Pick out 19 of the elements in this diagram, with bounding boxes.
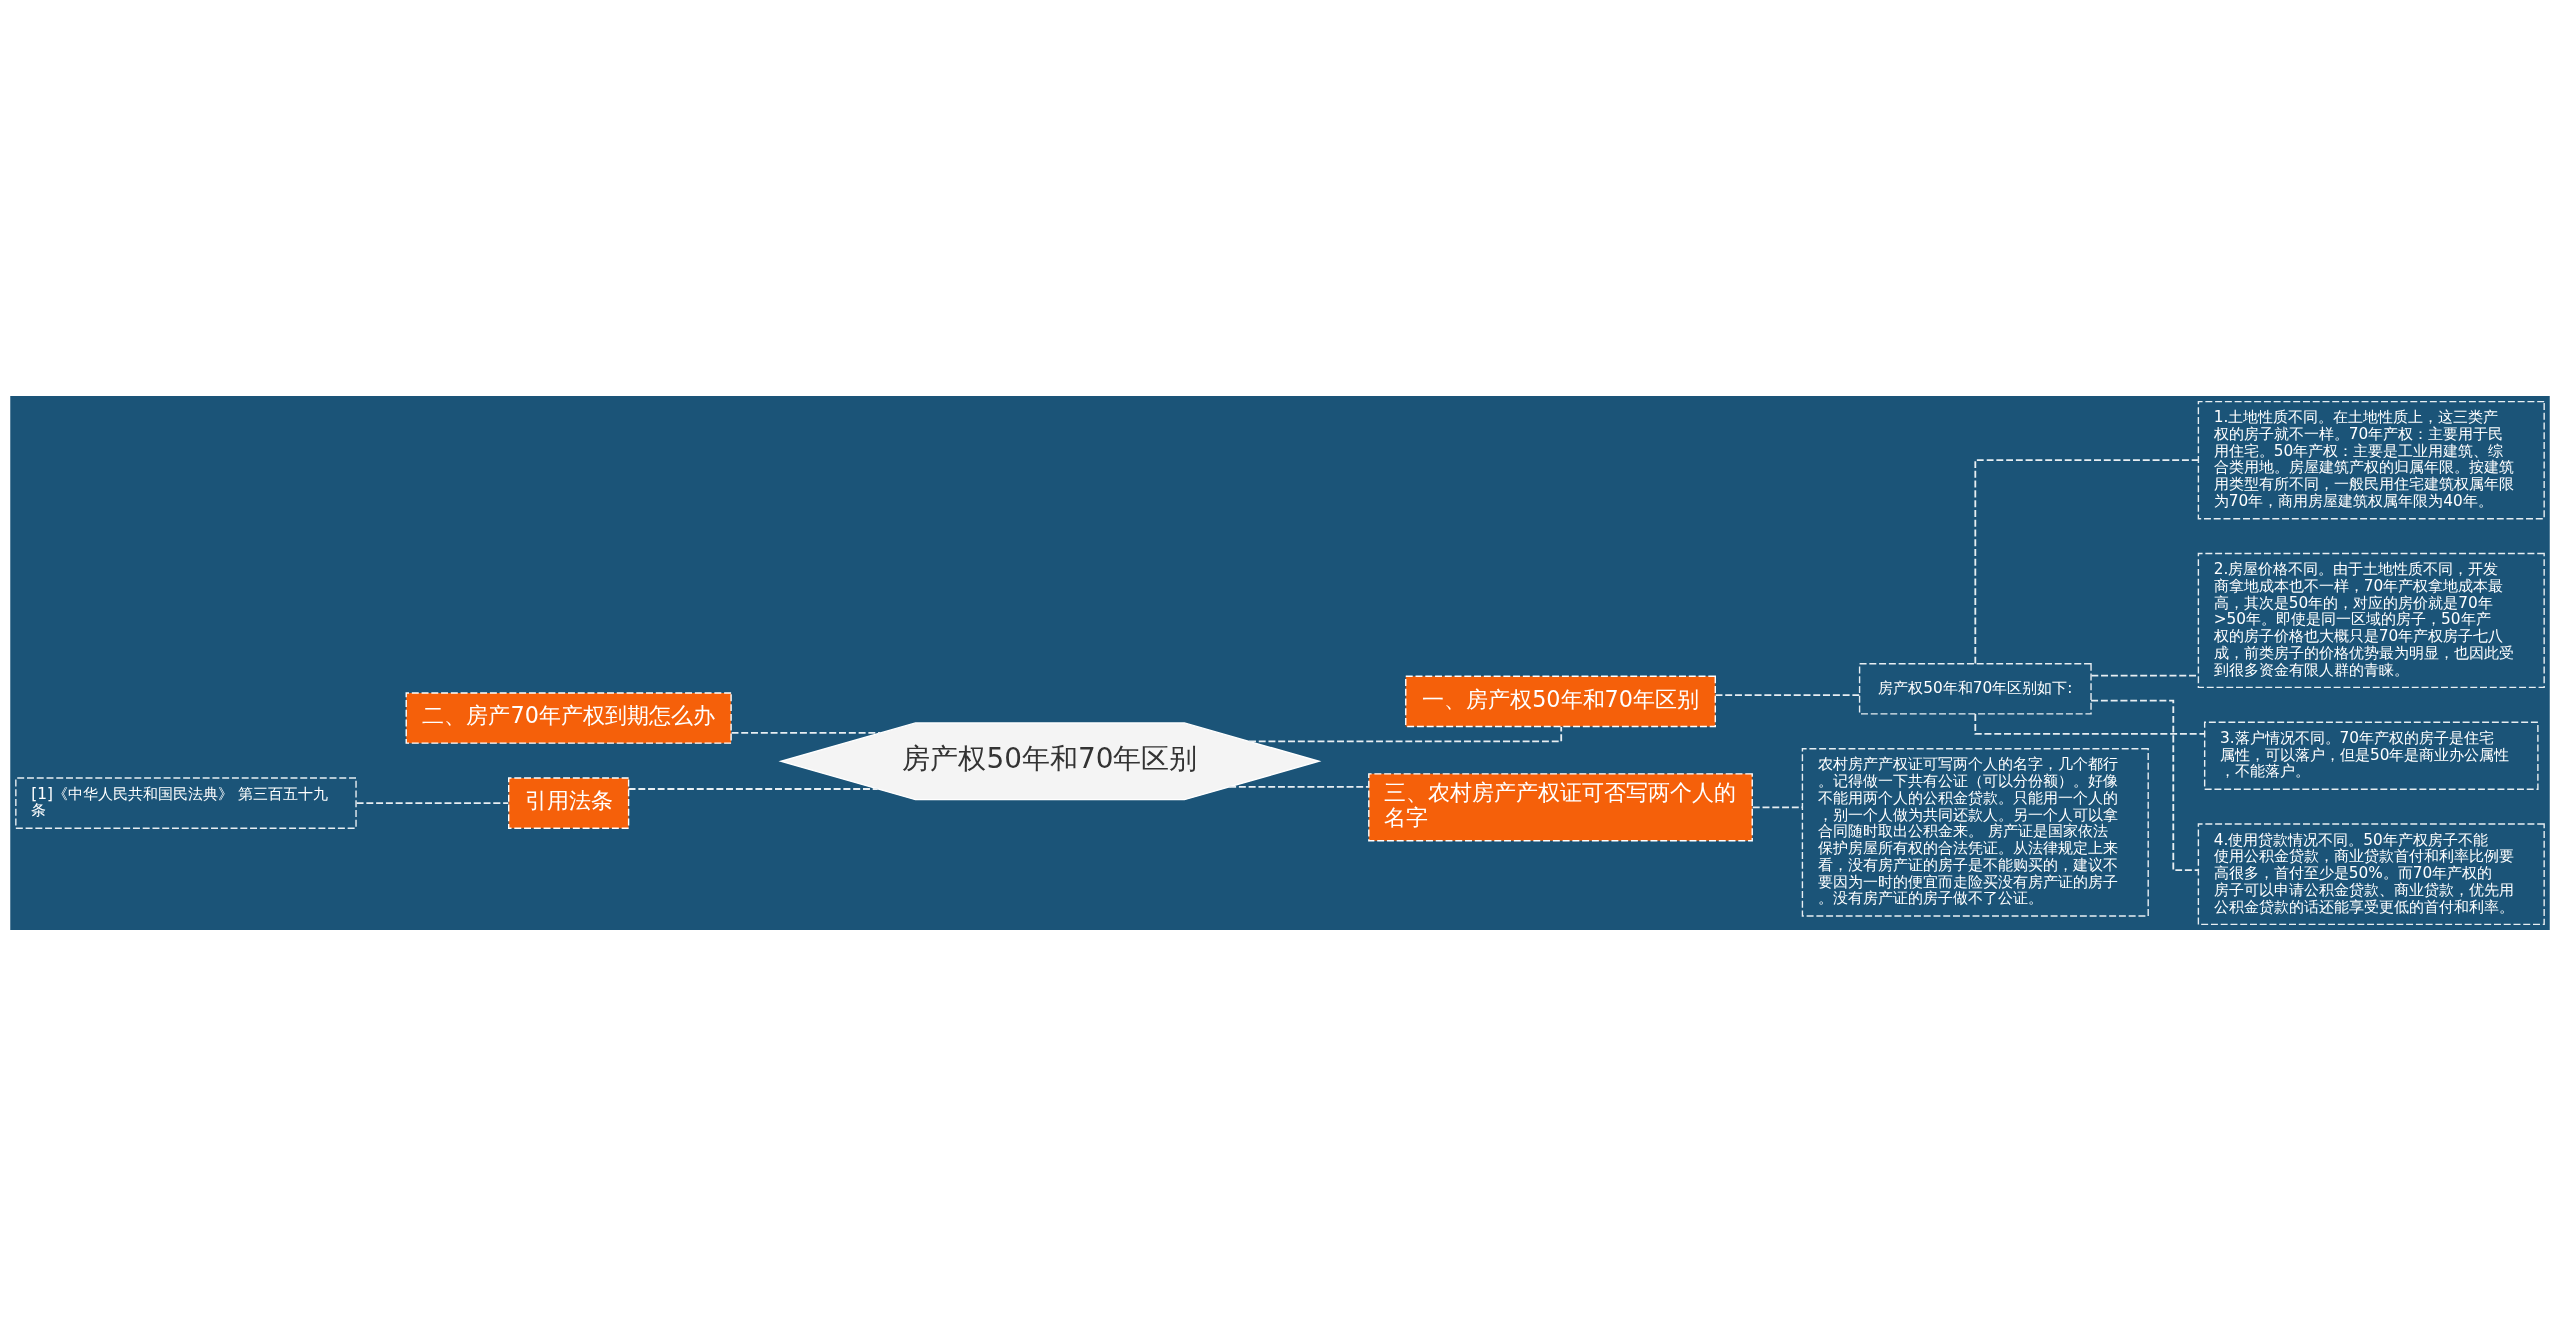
node-box: 3.落户情况不同。70年产权的房子是住宅属性，可以落户，但是50年是商业办公属性，不能落户。 — [2203, 721, 2539, 790]
node-box: 房产权50年和70年区别如下: — [1858, 663, 2092, 715]
connector — [1974, 459, 2200, 665]
node-box: 1.土地性质不同。在土地性质上，这三类产权的房子就不一样。70年产权：主要用于民用住宅。50年产权：主要是工业用建筑、综合类用地。房屋建筑产权的归属年限。按建筑用类型有所不同，一般民用住宅建筑权属年限为70年，商用房屋建筑权属年限为40年。 — [2197, 400, 2545, 520]
node-box: [1]《中华人民共和国民法典》 第三百五十九条 — [15, 777, 357, 829]
connector — [1248, 725, 1563, 743]
connector — [1974, 713, 2206, 735]
connector — [730, 731, 882, 734]
connector — [355, 802, 510, 805]
node-box: 农村房产产权证可写两个人的名字，几个都行。记得做一下共有公证（可以分份额）。好像不能用两个人的公积金贷款。只能用一个人的，别一个人做为共同还款人。另一个人可以拿合同随时取出公积金来。 房产证是国家依法保护房屋所有权的合法凭证。从法律规定上来看，没有房产证的房子是不能购买的，建议不要因为一时的便宜而走险买没有房产证的房子。没有房产证的房子做不了公证。 — [1801, 748, 2149, 917]
node-box: 一、房产权50年和70年区别 — [1405, 675, 1716, 728]
node-box: 4.使用贷款情况不同。50年产权房子不能使用公积金贷款，商业贷款首付和利率比例要高很多，首付至少是50%。而70年产权的房子可以申请公积金贷款、商业贷款，优先用公积金贷款的话还能享受更低的首付和利率。 — [2197, 823, 2545, 926]
node-box: 二、房产70年产权到期怎么办 — [405, 692, 732, 744]
connector — [627, 788, 879, 790]
connector — [1714, 694, 1861, 696]
node-box: 2.房屋价格不同。由于土地性质不同，开发商拿地成本也不一样，70年产权拿地成本最高，其次是50年的，对应的房价就是70年>50年。即使是同一区域的房子，50年产权的房子价格也大概只是70年产权房子七八成，前类房子的价格优势最为明显，也因此受到很多资金有限人群的青睐。 — [2197, 552, 2545, 689]
node-box: 引用法条 — [508, 777, 630, 829]
connector — [1228, 786, 1370, 788]
node-box: 三、农村房产产权证可否写两个人的名字 — [1368, 773, 1753, 842]
